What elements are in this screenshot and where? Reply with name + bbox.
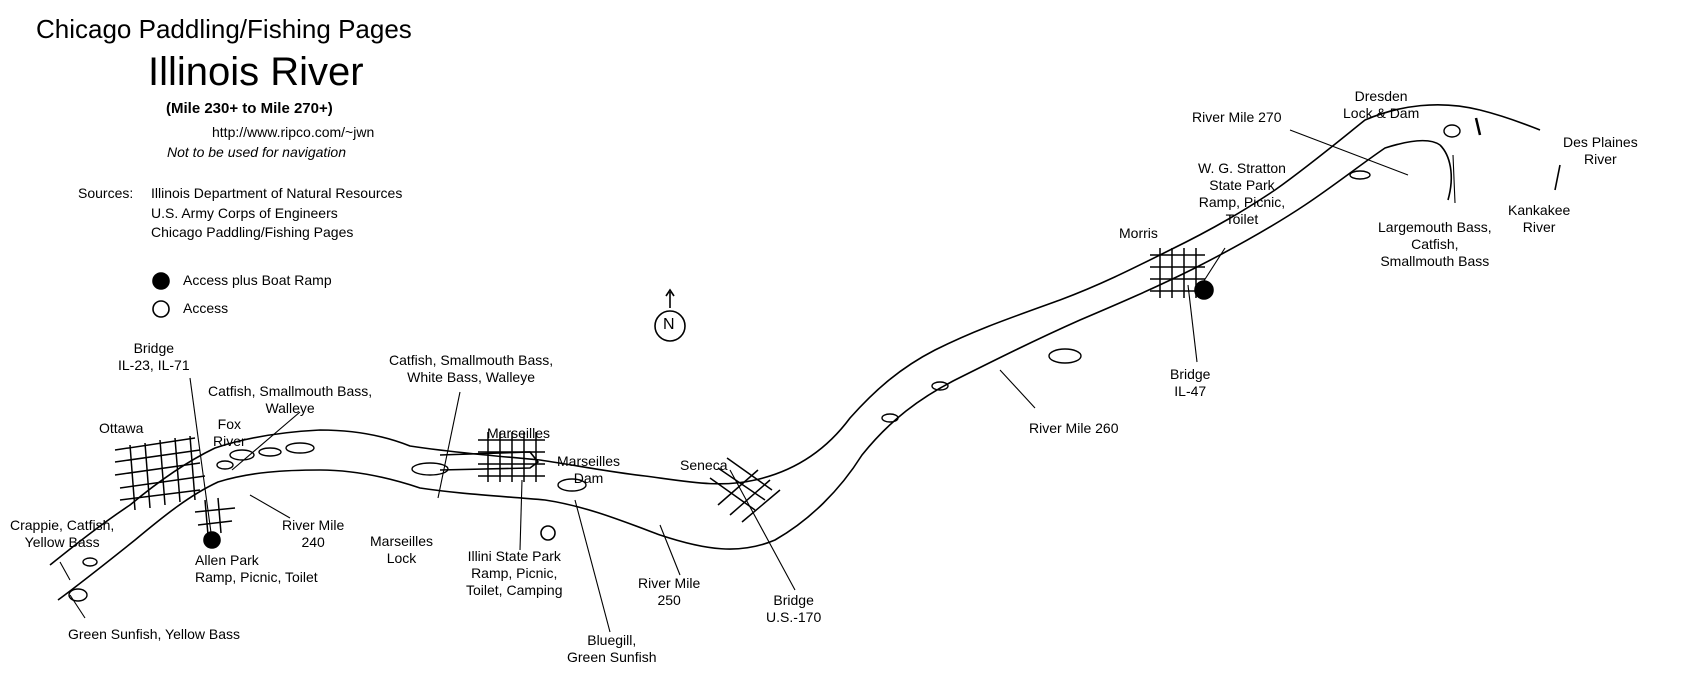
island-illini [557, 478, 587, 492]
leader-illini [519, 479, 523, 551]
leader-bridge-il23 [189, 377, 213, 541]
river-north-bank [49, 104, 1481, 566]
leader-bridge-il47 [1187, 284, 1198, 363]
label-ottawa: Ottawa [99, 420, 144, 436]
label-marseilles-dam: Marseilles Dam [557, 453, 621, 486]
island-ottawa-2 [258, 447, 282, 457]
legend-filled-label: Access plus Boat Ramp [183, 272, 332, 288]
island-mile258 [931, 381, 949, 391]
source-item: U.S. Army Corps of Engineers [151, 205, 338, 221]
compass-circle [654, 310, 686, 342]
label-marseilles-lock: Marseilles Lock [370, 533, 434, 566]
des-plaines-upper-bank [1479, 109, 1541, 131]
label-bluegill: Bluegill, Green Sunfish [567, 632, 657, 665]
label-seneca: Seneca [680, 457, 728, 473]
allen-park-ramp-marker [203, 531, 221, 549]
label-crappie: Crappie, Catfish, Yellow Bass [10, 517, 115, 550]
label-stratton: W. G. Stratton State Park Ramp, Picnic, … [1198, 160, 1286, 227]
label-kankakee: Kankakee River [1508, 202, 1571, 235]
label-green-sunfish: Green Sunfish, Yellow Bass [68, 626, 240, 642]
leader-river-mile-270 [1289, 129, 1409, 176]
leader-largemouth [1452, 154, 1456, 204]
island-marseilles [411, 462, 449, 476]
label-bridge-il47: Bridge IL-47 [1170, 366, 1211, 399]
label-morris: Morris [1119, 225, 1158, 241]
label-allen-park: Allen Park Ramp, Picnic, Toilet [195, 552, 318, 585]
label-catfish-left: Catfish, Smallmouth Bass, Walleye [208, 383, 373, 416]
label-catfish-mid: Catfish, Smallmouth Bass, White Bass, Wa… [389, 352, 554, 385]
dresden-dam [1474, 117, 1482, 136]
source-item: Chicago Paddling/Fishing Pages [151, 224, 354, 240]
legend-open-label: Access [183, 300, 229, 316]
label-river-mile-260: River Mile 260 [1029, 420, 1119, 436]
leader-river-mile-250 [659, 524, 681, 576]
label-river-mile-240: River Mile 240 [282, 517, 345, 550]
illini-access-marker [540, 525, 556, 541]
label-bridge-us170: Bridge U.S.-170 [766, 592, 822, 625]
island-mile260 [1048, 348, 1082, 364]
label-bridge-il23: Bridge IL-23, IL-71 [118, 340, 190, 373]
island-ottawa-1 [229, 449, 255, 461]
island-left-1 [68, 588, 88, 602]
leader-river-mile-260 [999, 369, 1036, 409]
leader-catfish-mid [437, 391, 461, 499]
label-fox-river: Fox River [213, 416, 246, 449]
leader-catfish-left [231, 411, 301, 471]
label-river-mile-270: River Mile 270 [1192, 109, 1282, 125]
sources-label: Sources: [78, 185, 134, 201]
legend-open-circle [152, 300, 170, 318]
river-title: Illinois River [148, 50, 364, 94]
label-illini: Illini State Park Ramp, Picnic, Toilet, … [466, 548, 563, 598]
stratton-ramp-marker [1194, 280, 1214, 300]
marseilles-grid [478, 432, 545, 482]
kankakee-river-bank [1439, 144, 1452, 201]
leader-bluegill [574, 499, 611, 633]
leader-crappie [59, 561, 71, 581]
kankakee-river-bank-2 [1554, 164, 1561, 191]
ottawa-grid [114, 435, 206, 511]
label-largemouth: Largemouth Bass, Catfish, Smallmouth Bas… [1378, 219, 1492, 269]
label-des-plaines: Des Plaines River [1563, 134, 1638, 167]
leader-bridge-us170 [729, 469, 796, 591]
island-mile268 [1349, 170, 1371, 180]
compass-label: N [663, 316, 675, 333]
island-fox-mouth [216, 460, 234, 470]
legend-filled-circle [152, 272, 170, 290]
label-river-mile-250: River Mile 250 [638, 575, 701, 608]
compass-arrow-head [665, 288, 675, 297]
mile-range: (Mile 230+ to Mile 270+) [166, 100, 333, 117]
allen-park-grid [194, 497, 236, 536]
island-mile255 [881, 413, 899, 423]
label-marseilles: Marseilles [487, 425, 551, 441]
leader-green-sunfish [69, 594, 86, 619]
disclaimer: Not to be used for navigation [167, 144, 347, 160]
label-dresden: Dresden Lock & Dam [1343, 88, 1420, 121]
leader-river-mile-240 [249, 494, 291, 519]
river-south-bank [57, 139, 1441, 601]
island-dresden [1443, 124, 1461, 138]
seneca-grid [709, 457, 781, 523]
island-ottawa-3 [285, 442, 315, 454]
site-title: Chicago Paddling/Fishing Pages [36, 14, 412, 44]
site-url: http://www.ripco.com/~jwn [212, 124, 375, 140]
island-left-2 [82, 557, 98, 567]
source-item: Illinois Department of Natural Resources [151, 185, 403, 201]
